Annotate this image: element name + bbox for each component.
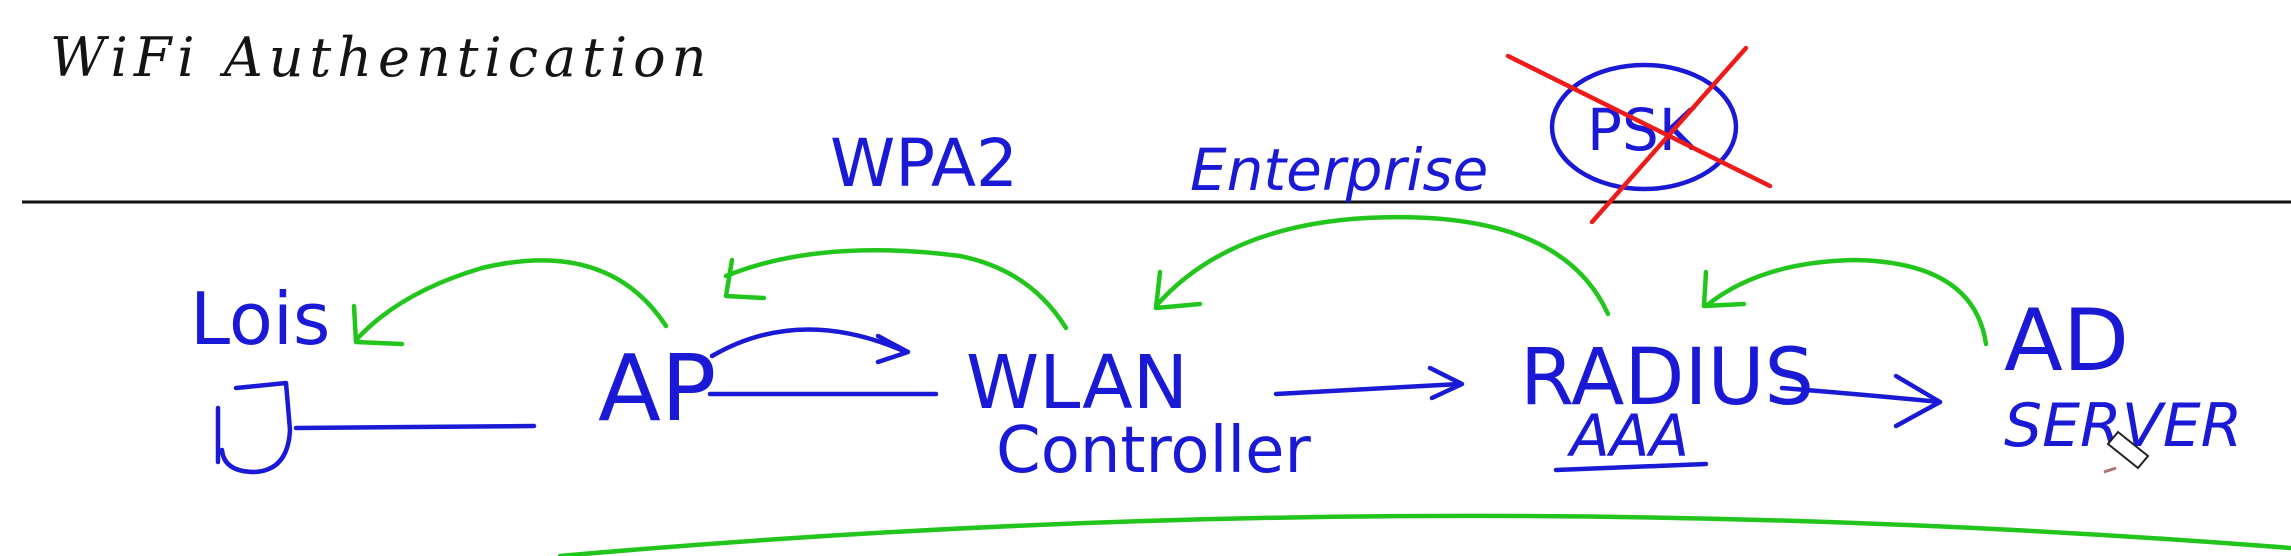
page-title: WiFi Authentication <box>50 26 712 89</box>
arrow-radius-to-ad-head <box>1893 373 1943 429</box>
return-arrow-ap-to-user <box>353 258 669 343</box>
arrow-wlan-to-radius-head <box>1427 365 1465 401</box>
aaa-label: AAA <box>1566 402 1689 470</box>
return-arrow-ad-to-radius <box>1703 257 1989 347</box>
return-arrow-wlan-to-ap <box>723 247 1069 331</box>
return-arrow-radius-to-wlan-head <box>1153 269 1203 311</box>
ap-label: AP <box>598 335 716 442</box>
ad-label: AD <box>2004 291 2129 391</box>
user-label: Lois <box>190 277 330 361</box>
return-arrow-radius-to-wlan <box>1153 214 1611 317</box>
enterprise-label: Enterprise <box>1190 136 1488 204</box>
arrow-ap-to-wlan-curved <box>709 327 909 359</box>
arrow-ap-to-wlan-head <box>875 333 911 365</box>
controller-label: Controller <box>996 414 1312 488</box>
arrow-radius-to-ad <box>1779 385 1943 405</box>
psk-crossed-out: PSK <box>1505 45 1773 225</box>
return-arrow-ad-to-radius-head <box>1701 269 1747 309</box>
aaa-underline <box>1553 461 1709 473</box>
user-device-icon <box>215 380 293 475</box>
return-arrow-wlan-to-ap-head <box>723 257 767 301</box>
psk-label: PSK <box>1587 96 1699 164</box>
bottom-arc <box>557 513 2291 556</box>
return-arrow-ap-to-user-head <box>351 303 405 347</box>
link-user-ap <box>293 423 537 431</box>
wlan-label: WLAN <box>966 340 1188 426</box>
pen-cursor-icon <box>2103 430 2150 474</box>
arrow-wlan-to-radius <box>1273 381 1463 397</box>
wpa2-label: WPA2 <box>830 125 1018 202</box>
radius-label: RADIUS <box>1520 333 1814 423</box>
